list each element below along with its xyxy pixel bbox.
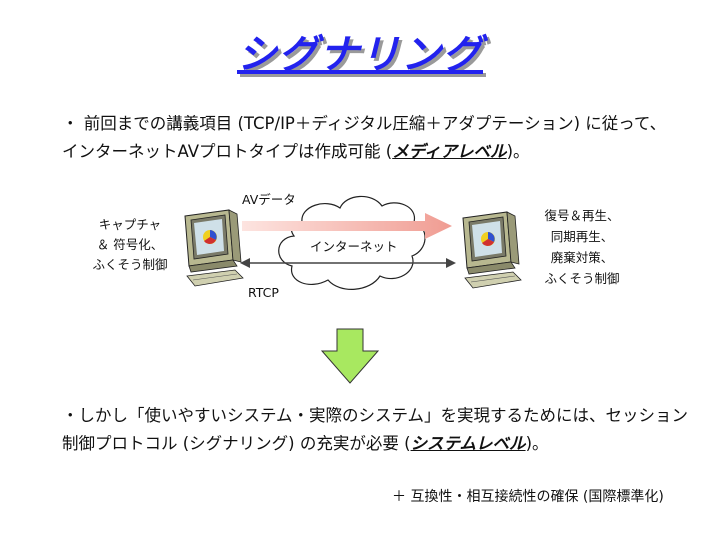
internet-cloud-shape	[278, 195, 426, 290]
conclusion-line-2: 制御プロトコル (シグナリング) の充実が必要 (システムレベル)。	[62, 434, 549, 453]
intro-paragraph: ・ 前回までの講義項目 (TCP/IP＋ディジタル圧縮＋アダプテーション) に従…	[62, 110, 666, 166]
conclusion-line-1: ・しかし「使いやすいシステム・実際のシステム」を実現するためには、セッション	[62, 406, 689, 425]
av-data-arrow	[242, 213, 452, 239]
media-level-emphasis: メディアレベル	[392, 142, 507, 161]
conclusion-paragraph: ・しかし「使いやすいシステム・実際のシステム」を実現するためには、セッション 制…	[62, 402, 688, 458]
down-arrow	[320, 328, 380, 384]
internet-label: インターネット	[310, 239, 398, 254]
left-caption: キャプチャ ＆ 符号化、 ふくそう制御	[92, 217, 168, 272]
standardization-note: ＋ 互換性・相互接続性の確保 (国際標準化)	[392, 489, 664, 505]
left-computer-icon	[184, 209, 244, 287]
rtcp-label: RTCP	[248, 285, 279, 300]
right-caption: 復号＆再生、 同期再生、 廃棄対策、 ふくそう制御	[544, 208, 620, 286]
right-computer-icon	[462, 211, 522, 289]
system-level-emphasis: システムレベル	[410, 434, 526, 453]
av-data-label: AVデータ	[242, 192, 296, 207]
intro-line-2: インターネットAVプロトタイプは作成可能 (メディアレベル)。	[62, 142, 530, 161]
intro-line-1: ・ 前回までの講義項目 (TCP/IP＋ディジタル圧縮＋アダプテーション) に従…	[62, 114, 667, 133]
page-title: シグナリング	[237, 32, 483, 78]
